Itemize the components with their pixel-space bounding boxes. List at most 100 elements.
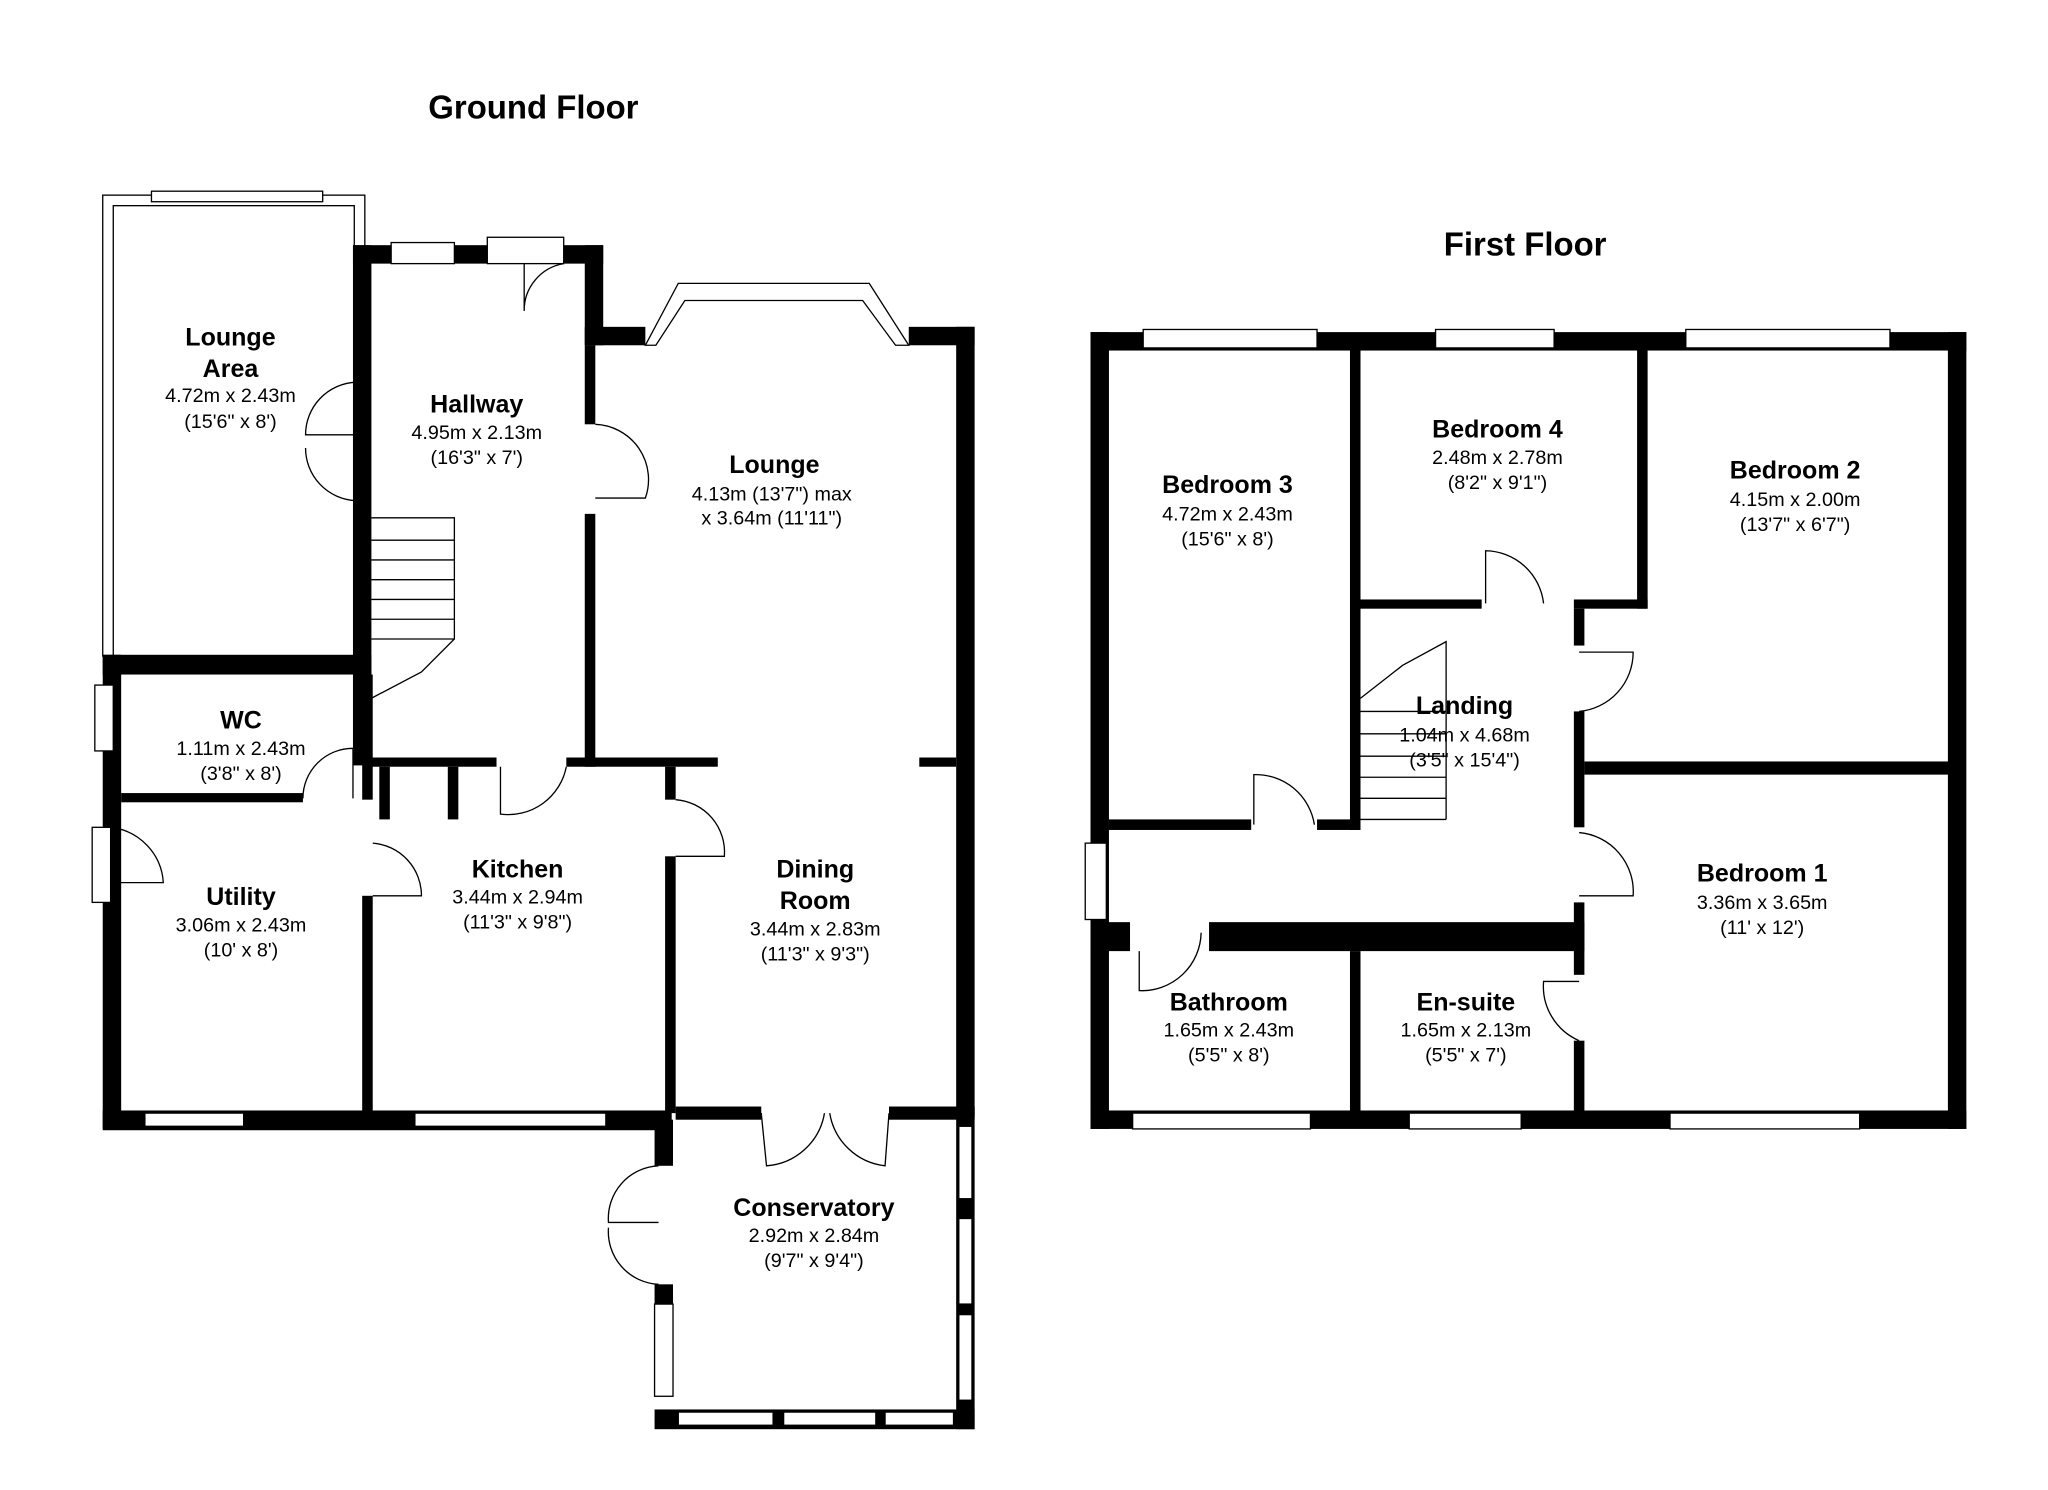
room-dimensions: 4.95m x 2.13m <box>411 422 542 444</box>
room-dimensions-imperial: (13'7" x 6'7") <box>1740 514 1851 536</box>
door-swing <box>1138 932 1202 992</box>
room-name: Bedroom 1 <box>1697 859 1828 887</box>
window <box>958 1217 973 1305</box>
door-swing <box>523 262 564 312</box>
room-utility: Utility 3.06m x 2.43m (10' x 8') <box>176 883 307 961</box>
staircase <box>1360 640 1447 821</box>
door-swing <box>1579 651 1634 713</box>
room-bedroom-2: Bedroom 2 4.15m x 2.00m (13'7" x 6'7") <box>1730 456 1861 536</box>
first-floor-openings <box>1084 328 1891 1130</box>
room-dimensions-imperial: (5'5" x 7') <box>1425 1045 1507 1067</box>
room-dimensions: 4.72m x 2.43m <box>1162 503 1293 525</box>
window <box>1142 328 1318 349</box>
room-dimensions-imperial: (9'7" x 9'4") <box>764 1250 864 1272</box>
french-doors <box>760 1113 890 1167</box>
door-swing <box>110 826 165 884</box>
room-hallway: Hallway 4.95m x 2.13m (16'3" x 7') <box>411 390 542 468</box>
room-dimensions-imperial: (11'3" x 9'8") <box>463 912 572 934</box>
room-name: Bedroom 2 <box>1730 456 1861 484</box>
room-name: Landing <box>1416 692 1513 720</box>
room-name: Lounge <box>185 323 275 351</box>
room-name: Room <box>780 887 851 915</box>
door-swing <box>675 799 726 857</box>
room-dimensions-imperial: (10' x 8') <box>204 939 279 961</box>
room-name: Hallway <box>430 390 523 418</box>
staircase <box>371 517 456 699</box>
window <box>1131 1112 1312 1130</box>
window <box>958 1313 973 1401</box>
window <box>144 1112 245 1127</box>
room-dimensions: 3.06m x 2.43m <box>176 914 307 936</box>
room-landing: Landing 1.04m x 4.68m (3'5" x 15'4") <box>1399 692 1530 772</box>
side-door <box>91 826 112 904</box>
room-kitchen: Kitchen 3.44m x 2.94m (11'3" x 9'8") <box>452 855 583 933</box>
room-dimensions: 1.11m x 2.43m <box>176 738 305 760</box>
room-lounge: Lounge 4.13m (13'7") max x 3.64m (11'11"… <box>692 451 852 529</box>
room-name: Dining <box>776 855 854 883</box>
room-dimensions: 1.65m x 2.43m <box>1163 1020 1294 1042</box>
room-name: Kitchen <box>472 855 564 883</box>
room-dimensions: 1.04m x 4.68m <box>1399 725 1530 747</box>
window <box>414 1112 607 1127</box>
double-door-swing <box>607 1165 659 1285</box>
room-dimensions-imperial: (5'5" x 8') <box>1188 1045 1270 1067</box>
room-dimensions-imperial: x 3.64m (11'11") <box>701 507 842 529</box>
first-floor: First Floor <box>1084 226 1967 1130</box>
room-dining-room: Dining Room 3.44m x 2.83m (11'3" x 9'3") <box>750 855 881 965</box>
ground-floor: Ground Floor <box>91 89 975 1430</box>
room-dimensions: 3.36m x 3.65m <box>1697 892 1828 914</box>
bay-window <box>644 282 910 346</box>
window <box>958 1125 973 1200</box>
room-dimensions: 3.44m x 2.83m <box>750 918 881 940</box>
room-dimensions-imperial: (11'3" x 9'3") <box>761 943 870 965</box>
room-dimensions-imperial: (15'6" x 8') <box>1181 528 1274 550</box>
room-name: Area <box>203 355 260 383</box>
room-bedroom-4: Bedroom 4 2.48m x 2.78m (8'2" x 9'1") <box>1432 415 1563 493</box>
double-door-swing <box>304 381 356 502</box>
room-dimensions-imperial: (15'6" x 8') <box>184 411 277 433</box>
room-en-suite: En-suite 1.65m x 2.13m (5'5" x 7') <box>1401 988 1532 1066</box>
door-swing <box>1579 831 1634 897</box>
window <box>1434 328 1555 349</box>
window <box>390 241 456 265</box>
ground-floor-openings <box>91 236 973 1426</box>
room-name: Bedroom 3 <box>1162 471 1293 499</box>
room-conservatory: Conservatory 2.92m x 2.84m (9'7" x 9'4") <box>733 1194 894 1272</box>
door-swing <box>1542 980 1580 1042</box>
window <box>884 1411 955 1426</box>
door-swing <box>1484 550 1545 604</box>
room-name: Bedroom 4 <box>1432 415 1563 443</box>
room-dimensions-imperial: (16'3" x 7') <box>431 447 524 469</box>
window <box>653 1303 674 1397</box>
room-bedroom-3: Bedroom 3 4.72m x 2.43m (15'6" x 8') <box>1162 471 1293 551</box>
room-dimensions: 2.48m x 2.78m <box>1432 447 1563 469</box>
room-dimensions: 4.13m (13'7") max <box>692 484 852 506</box>
room-name: Lounge <box>729 451 819 479</box>
first-floor-title: First Floor <box>1444 226 1607 263</box>
room-dimensions: 4.15m x 2.00m <box>1730 489 1861 511</box>
window <box>1084 842 1107 921</box>
room-dimensions-imperial: (3'8" x 8') <box>200 763 282 785</box>
room-dimensions-imperial: (3'5" x 15'4") <box>1409 750 1520 772</box>
door-swing <box>372 842 423 897</box>
room-dimensions: 1.65m x 2.13m <box>1401 1020 1532 1042</box>
window <box>1408 1112 1522 1130</box>
door-swing <box>302 747 354 799</box>
door-swing <box>1253 773 1316 825</box>
room-bathroom: Bathroom 1.65m x 2.43m (5'5" x 8') <box>1163 988 1294 1066</box>
room-bedroom-1: Bedroom 1 3.36m x 3.65m (11' x 12') <box>1697 859 1828 939</box>
room-dimensions: 4.72m x 2.43m <box>165 385 296 407</box>
door-swing <box>499 766 567 816</box>
window <box>782 1411 877 1426</box>
room-wc: WC 1.11m x 2.43m (3'8" x 8') <box>176 707 305 785</box>
door-swing <box>595 423 650 499</box>
window <box>1669 1112 1861 1130</box>
room-dimensions: 3.44m x 2.94m <box>452 887 583 909</box>
room-name: Utility <box>206 883 276 911</box>
room-name: Bathroom <box>1170 988 1288 1016</box>
room-dimensions-imperial: (11' x 12') <box>1720 917 1804 939</box>
room-name: Conservatory <box>733 1194 894 1222</box>
window <box>1685 328 1891 349</box>
front-door <box>486 236 565 265</box>
